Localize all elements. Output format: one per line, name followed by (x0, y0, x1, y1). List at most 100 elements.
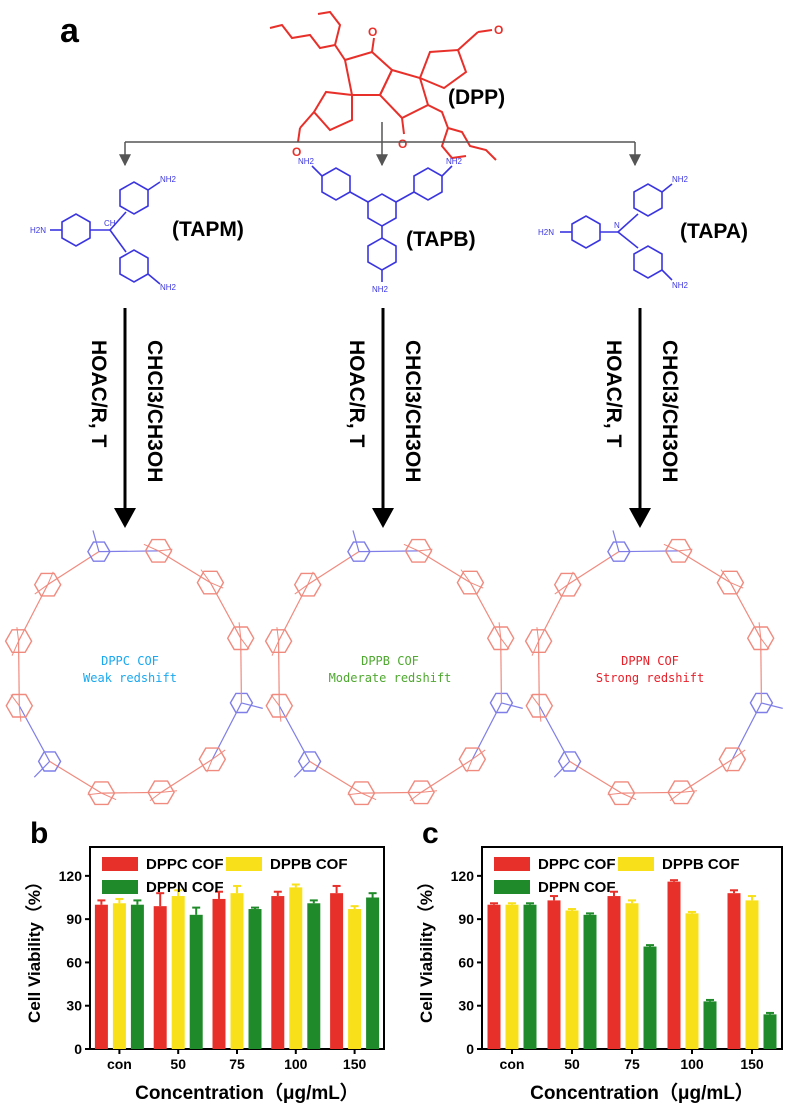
bar (565, 910, 579, 1049)
legend-swatch (102, 857, 138, 871)
y-axis-label: Cell Viability（%） (416, 873, 436, 1023)
cof-ring-unit (347, 530, 419, 562)
bar (171, 896, 185, 1049)
dpp-oxygen-bottom: O (398, 137, 407, 151)
tapm-nh2-top: NH2 (160, 175, 177, 184)
cof-ring-unit (486, 622, 515, 703)
bar (94, 904, 108, 1049)
y-tick-label: 0 (74, 1041, 82, 1057)
legend-swatch (494, 880, 530, 894)
cof-ring-unit (471, 692, 523, 760)
y-axis-label: Cell Viability（%） (24, 873, 44, 1023)
cof-ring-unit (524, 584, 569, 656)
dpp-aldehyde-o-right: O (494, 23, 503, 37)
y-tick-label: 120 (451, 868, 475, 884)
bar (763, 1014, 777, 1049)
cof-ring-unit (264, 584, 309, 656)
bar (607, 896, 621, 1049)
y-tick-label: 30 (66, 998, 82, 1014)
bar (745, 900, 759, 1049)
x-axis-label: Concentration（μg/mL） (135, 1081, 359, 1104)
tapa-nh2-bottom: NH2 (672, 281, 689, 290)
bar (271, 896, 285, 1049)
bar (505, 904, 519, 1049)
branch-arrows (119, 122, 641, 167)
bar (583, 914, 597, 1049)
cof-ring-unit (420, 747, 487, 793)
cof-ring-unit (361, 780, 438, 805)
cof-ring-unit (680, 747, 747, 793)
x-tick-label: 75 (229, 1056, 245, 1072)
tapm-nh2-bottom: NH2 (160, 283, 177, 292)
x-tick-label: con (107, 1056, 132, 1072)
cof-ring-unit (143, 538, 211, 584)
bar (153, 906, 167, 1049)
legend-label: DPPB COF (270, 856, 348, 873)
cof-ring-unit (278, 705, 322, 778)
tapm-h2n-left: H2N (30, 226, 46, 235)
synthesis-scheme: a O O O O (DPP) (4, 10, 783, 806)
tapb-label: (TAPB) (406, 228, 476, 251)
cof-ring-unit (4, 584, 49, 656)
cof-ring-unit (87, 530, 159, 562)
condition-right-1: CHCl3/CH3OH (143, 340, 166, 482)
cof-desc-dppn: Strong redshift (596, 671, 704, 685)
bar (523, 904, 537, 1049)
x-tick-label: 150 (740, 1056, 764, 1072)
tapa-h2n-left: H2N (538, 228, 554, 237)
tapb-nh2-left: NH2 (298, 157, 315, 166)
cof-ring-unit (309, 760, 377, 806)
panel-label: b (30, 817, 48, 850)
cof-desc-dppc: Weak redshift (83, 671, 177, 685)
y-tick-label: 60 (458, 954, 474, 970)
cof-ring-unit (716, 569, 762, 639)
panel-label-a: a (60, 12, 80, 50)
x-axis-label: Concentration（μg/mL） (530, 1081, 754, 1104)
bar (248, 909, 262, 1049)
bar (366, 897, 380, 1049)
y-tick-label: 30 (458, 998, 474, 1014)
cof-ring-unit (569, 760, 637, 806)
legend-label: DPPN COF (538, 879, 616, 896)
reaction-arrows (114, 308, 651, 528)
tapa-nh2-top: NH2 (672, 175, 689, 184)
condition-right-3: CHCl3/CH3OH (658, 340, 681, 482)
cof-ring-unit (101, 780, 178, 805)
cof-ring-unit (607, 530, 679, 562)
bar (112, 903, 126, 1049)
legend-swatch (226, 857, 262, 871)
bar (307, 903, 321, 1049)
bar (189, 914, 203, 1049)
legend-label: DPPN COF (146, 879, 224, 896)
cof-ring-unit (265, 641, 294, 722)
bar (727, 893, 741, 1049)
bar (703, 1001, 717, 1049)
cof-desc-dppb: Moderate redshift (329, 671, 452, 685)
dpp-oxygen-top: O (368, 25, 377, 39)
y-tick-label: 120 (59, 868, 83, 884)
cof-ring-unit (731, 692, 783, 760)
bar (212, 898, 226, 1049)
bar (330, 893, 344, 1049)
x-tick-label: 100 (680, 1056, 704, 1072)
cof-ring-unit (525, 641, 554, 722)
y-tick-label: 90 (66, 911, 82, 927)
cof-ring-unit (403, 538, 471, 584)
cof-ring-unit (621, 780, 698, 805)
cof-frameworks (4, 530, 783, 806)
bar (643, 946, 657, 1049)
bar (230, 893, 244, 1049)
legend-label: DPPB COF (662, 856, 740, 873)
condition-left-1: HOAC/R, T (87, 340, 110, 448)
cof-ring-unit (49, 760, 117, 806)
y-tick-label: 0 (466, 1041, 474, 1057)
cof-ring-unit (5, 641, 34, 722)
legend-label: DPPC COF (146, 856, 224, 873)
x-tick-label: con (500, 1056, 525, 1072)
cof-ring-unit (553, 551, 620, 597)
cof-name-dppn: DPPN COF (621, 654, 679, 668)
cof-ring-unit (160, 747, 227, 793)
legend-swatch (494, 857, 530, 871)
